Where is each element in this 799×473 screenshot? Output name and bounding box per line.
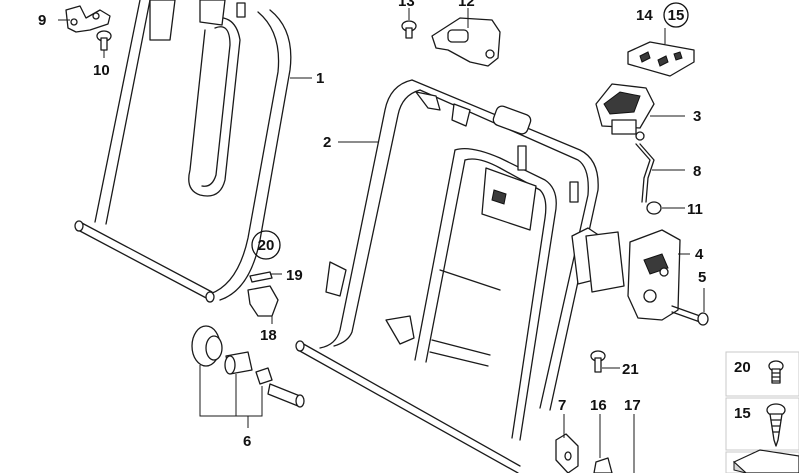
part-7-bracket: [555, 433, 579, 473]
callout-21: 21: [622, 361, 639, 378]
part-11-clip: [646, 201, 662, 215]
callout-13: 13: [398, 0, 415, 10]
part-9-bracket: [65, 5, 111, 33]
part-6-pivot-assembly: [191, 325, 305, 408]
legend-screw-15-icon: [766, 403, 786, 447]
callout-2: 2: [323, 134, 331, 151]
callout-18: 18: [260, 327, 277, 344]
callout-9: 9: [38, 12, 46, 29]
callout-17: 17: [624, 397, 641, 414]
part-16-clip: [593, 457, 613, 473]
callout-20-circle: [251, 230, 281, 260]
part-18-clip: [247, 285, 279, 317]
part-8-rod: [635, 143, 655, 203]
part-14-catch: [627, 41, 695, 77]
callout-6: 6: [243, 433, 251, 450]
part-21-screw: [590, 350, 606, 373]
callout-16: 16: [590, 397, 607, 414]
legend-label-15: 15: [734, 405, 751, 422]
callout-12: 12: [458, 0, 475, 10]
callout-15-circle: [663, 2, 689, 28]
leader-lines: [58, 8, 705, 473]
callout-11: 11: [687, 201, 703, 218]
callout-5: 5: [698, 269, 706, 286]
part-2-seat-frame-right: [295, 79, 625, 473]
callout-1: 1: [316, 70, 324, 87]
callout-3: 3: [693, 108, 701, 125]
callout-labels: 9 10 1 2 13 12 14 15 3 8 11 4 5 20 19 18…: [38, 0, 706, 450]
part-3-lock: [595, 83, 655, 141]
callout-19: 19: [286, 267, 303, 284]
part-5-bolt: [671, 305, 709, 326]
legend-box-20: [725, 351, 799, 397]
part-19-pin: [249, 271, 273, 283]
callout-15: 15: [668, 7, 685, 24]
part-13-screw: [401, 20, 417, 39]
callout-10: 10: [93, 62, 110, 79]
callout-20: 20: [258, 237, 275, 254]
legend-panel: 20 15: [725, 351, 799, 473]
part-12-hinge-bracket: [431, 17, 501, 67]
legend-screw-20-icon: [768, 360, 784, 384]
part-1-seat-frame-left: [74, 0, 292, 303]
part-4-latch: [627, 229, 681, 321]
callout-8: 8: [693, 163, 701, 180]
part-10-screw: [96, 30, 112, 51]
callout-14: 14: [636, 7, 653, 24]
legend-label-20: 20: [734, 359, 751, 376]
callout-7: 7: [558, 397, 566, 414]
callout-4: 4: [695, 246, 704, 263]
